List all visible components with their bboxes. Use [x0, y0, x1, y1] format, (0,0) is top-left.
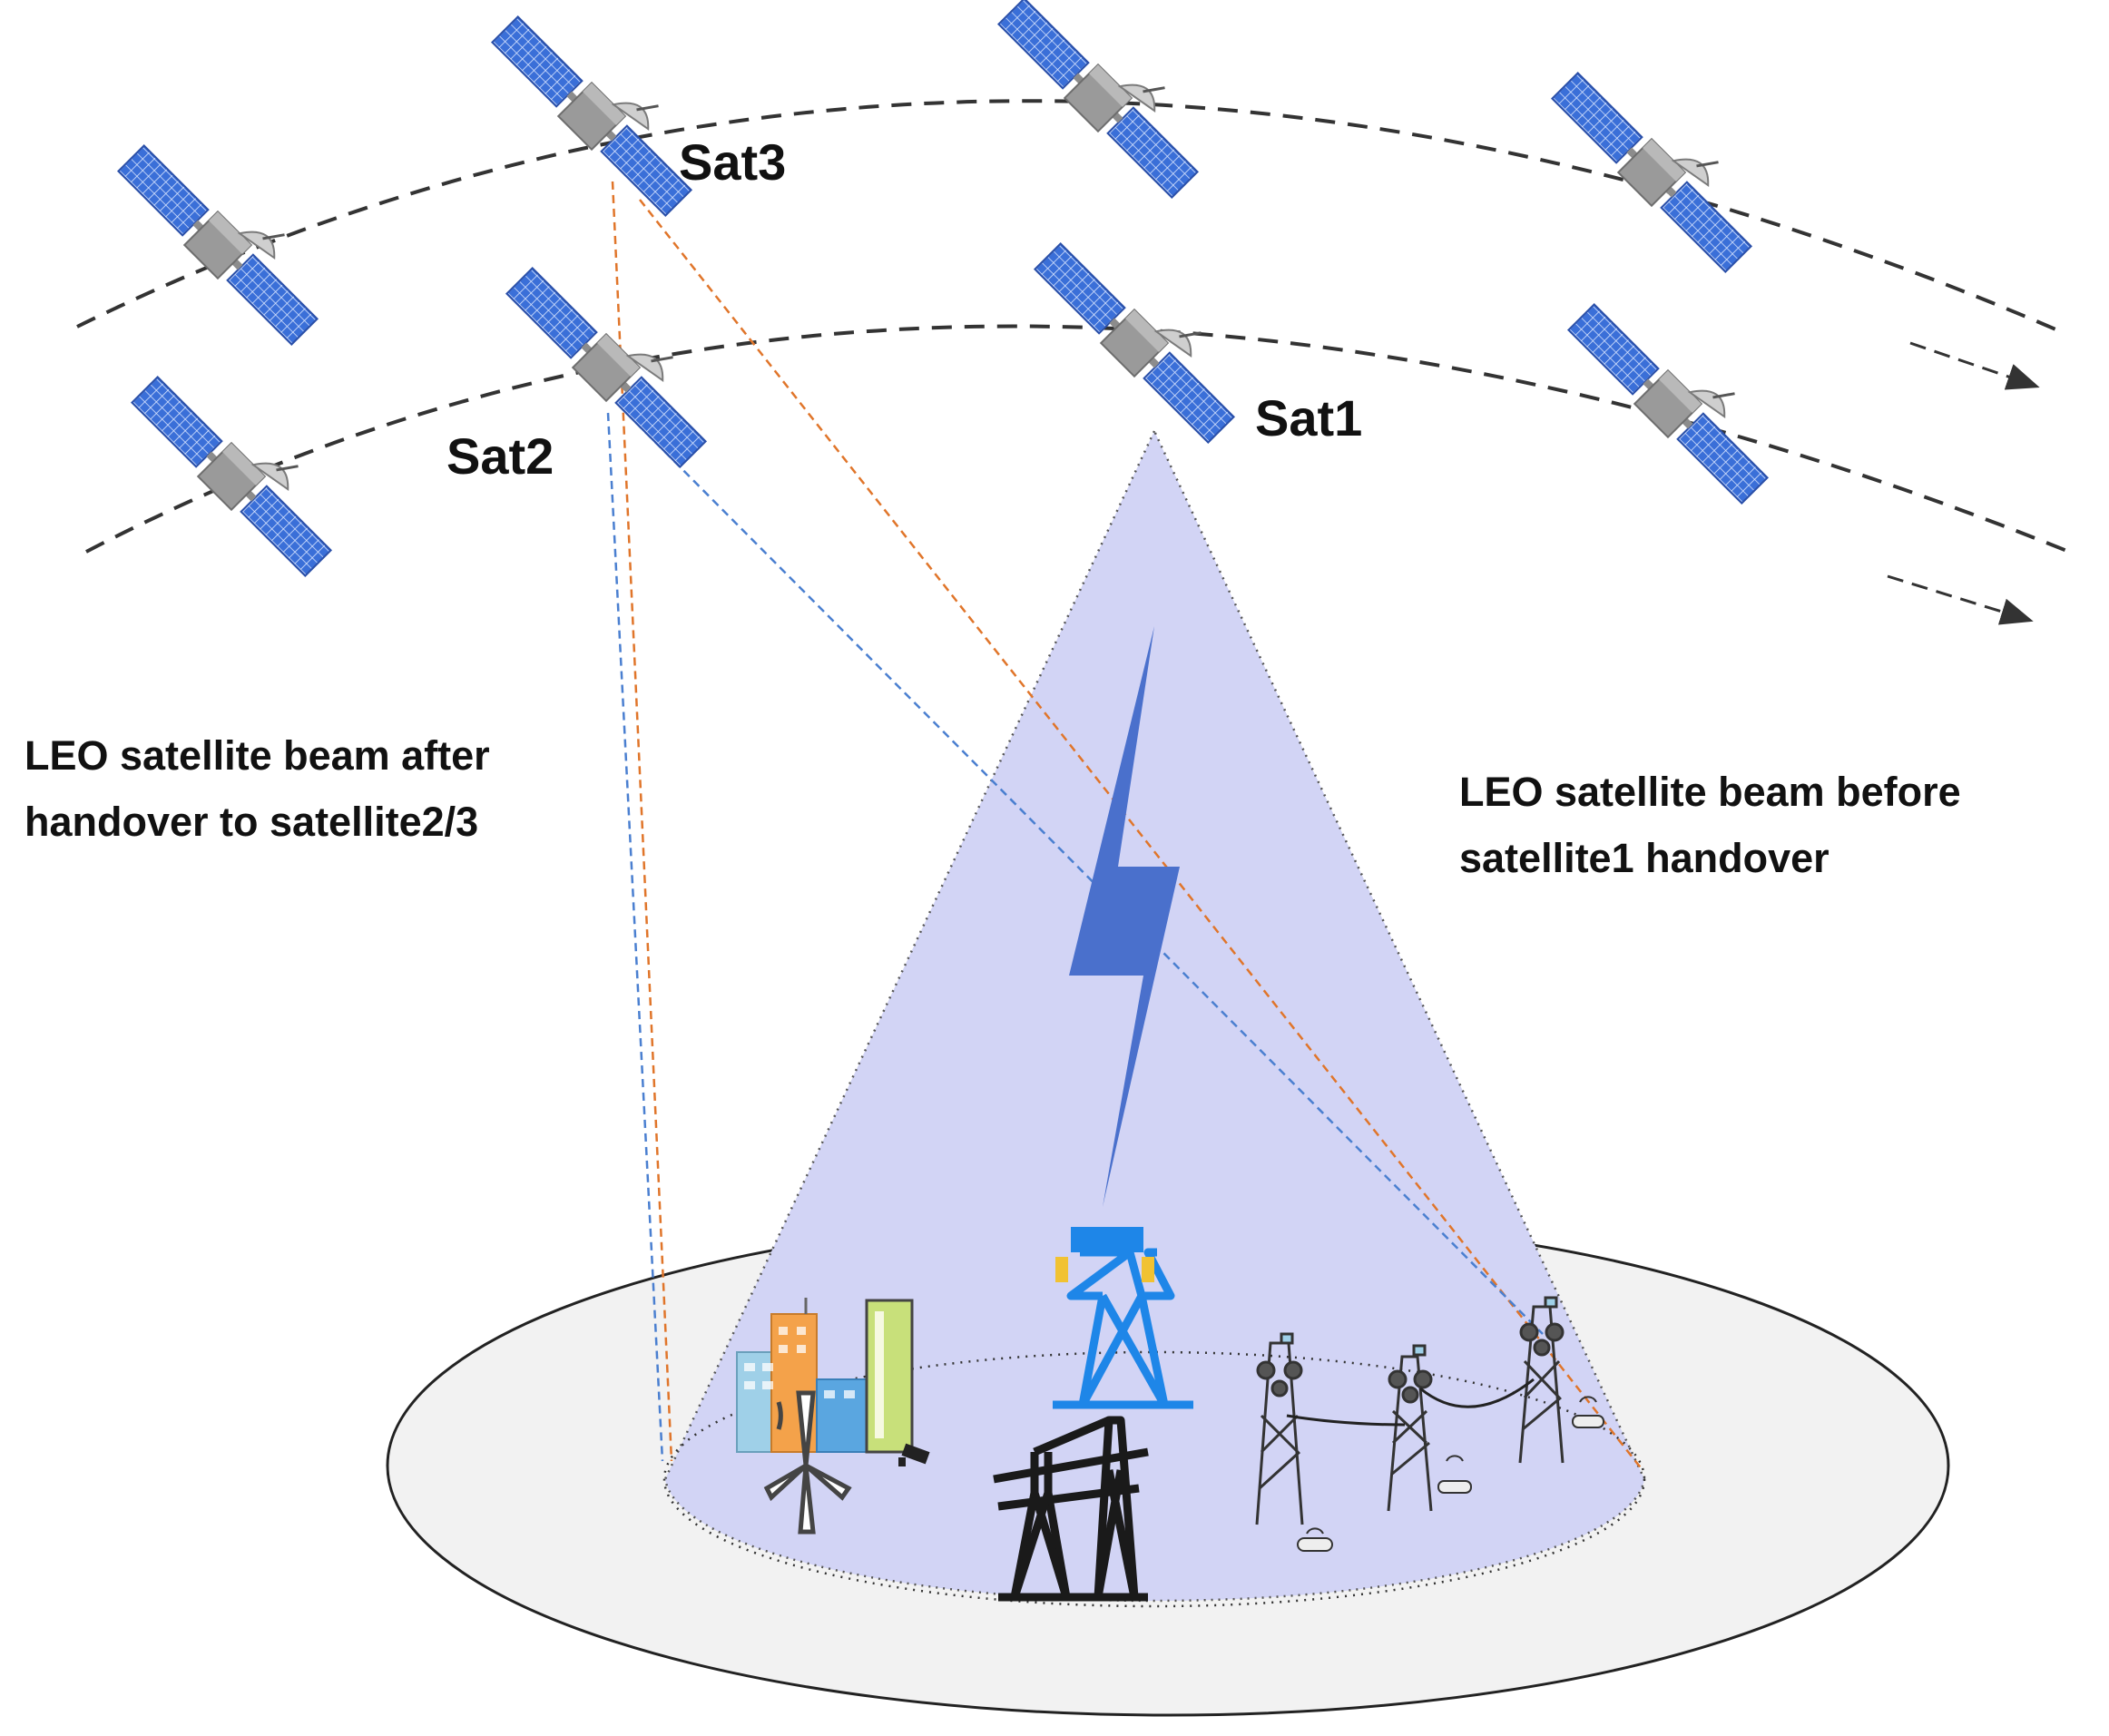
satellite-icon [1546, 45, 1779, 278]
wireless-device-icon [1437, 1455, 1472, 1494]
link-sat2-diagonal [625, 412, 1544, 1335]
direction-arrow-lower [1887, 574, 2034, 625]
direction-arrow-upper [1909, 341, 2040, 390]
satellite-icon [126, 349, 358, 582]
tower-cables [1286, 1378, 1535, 1427]
annotation-before-line2: satellite1 handover [1459, 835, 1829, 881]
camera-icon [898, 1443, 930, 1466]
communication-tower-icon [1053, 1227, 1193, 1409]
sat3-label: Sat3 [679, 133, 786, 191]
annotation-after-line1: LEO satellite beam after [25, 732, 490, 779]
annotation-before-line1: LEO satellite beam before [1459, 769, 1961, 815]
sat2-label: Sat2 [446, 427, 554, 485]
annotation-after-line2: handover to satellite2/3 [25, 799, 478, 845]
city-buildings-icon [736, 1298, 914, 1454]
power-pylon-icon [993, 1416, 1149, 1602]
link-sat3-diagonal [639, 199, 1643, 1471]
orbit-lower [85, 324, 2075, 555]
satellite-icon [1563, 277, 1795, 509]
satellite-sat1-icon [1029, 216, 1261, 448]
orbit-upper [76, 99, 2061, 333]
wireless-device-icon [1572, 1396, 1604, 1428]
coverage-ellipse [662, 1350, 1646, 1608]
wireless-device-icon [1297, 1527, 1333, 1552]
wind-turbine-icon [763, 1390, 852, 1535]
tower-beacon-left [1055, 1257, 1068, 1282]
tower-beacon-right [1142, 1257, 1154, 1282]
cell-tower-icon [1387, 1344, 1433, 1512]
satellite-icon [113, 118, 345, 350]
sat1-label: Sat1 [1255, 389, 1362, 446]
cell-tower-icon [1255, 1332, 1304, 1525]
link-sat2-vertical [606, 412, 664, 1462]
link-sat3-vertical [611, 181, 673, 1462]
lightning-icon [1069, 626, 1180, 1207]
